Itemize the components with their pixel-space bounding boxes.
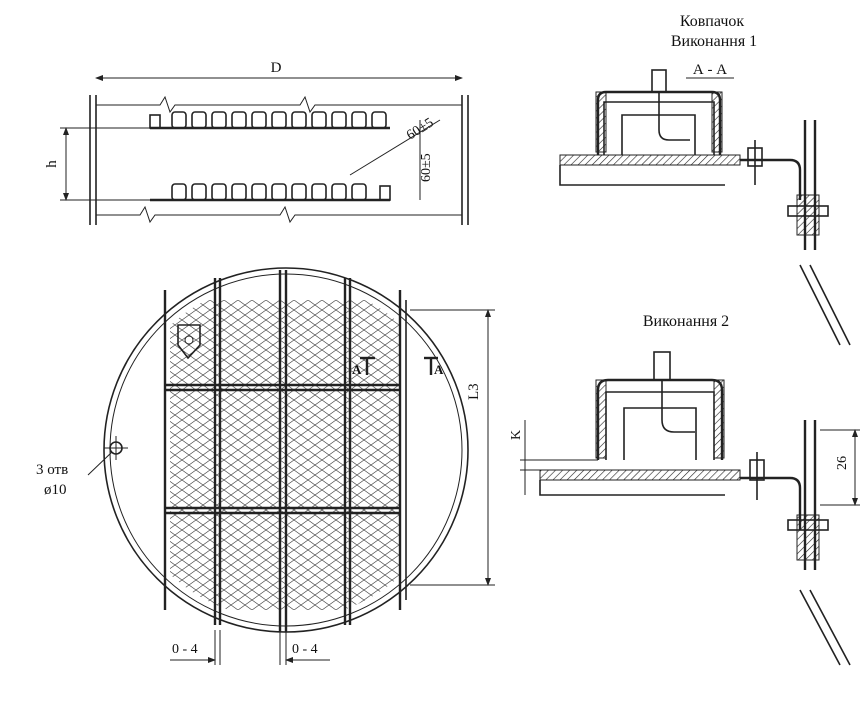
variant2-section: Виконання 2 K 26 <box>509 313 860 666</box>
variant1-title: Виконання 1 <box>671 33 757 50</box>
variant2-title: Виконання 2 <box>643 313 729 330</box>
plan-view: 3 отв ø10 A A L3 0 - 4 0 - 4 <box>36 267 495 665</box>
gap-left-label: 0 - 4 <box>172 642 198 657</box>
section-aa-label: А - А <box>693 62 727 78</box>
variant1-section: Ковпачок Виконання 1 А - А <box>559 13 851 346</box>
section-mark-right: A <box>434 362 444 377</box>
section-mark-left: A <box>352 362 362 377</box>
lower-caps <box>171 183 367 201</box>
cap-title: Ковпачок <box>680 13 745 30</box>
dim-60b-label: 60±5 <box>419 153 434 182</box>
dim-h-label: h <box>44 160 60 168</box>
holes-dia-label: ø10 <box>44 482 67 498</box>
dim-k-label: K <box>509 430 524 440</box>
gap-right-label: 0 - 4 <box>292 642 318 657</box>
side-view: D <box>44 60 469 225</box>
dim-l3-label: L3 <box>466 383 482 400</box>
dim-26-label: 26 <box>835 456 850 470</box>
holes-count-label: 3 отв <box>36 462 68 478</box>
dim-d-label: D <box>271 60 282 76</box>
upper-caps <box>171 111 387 129</box>
